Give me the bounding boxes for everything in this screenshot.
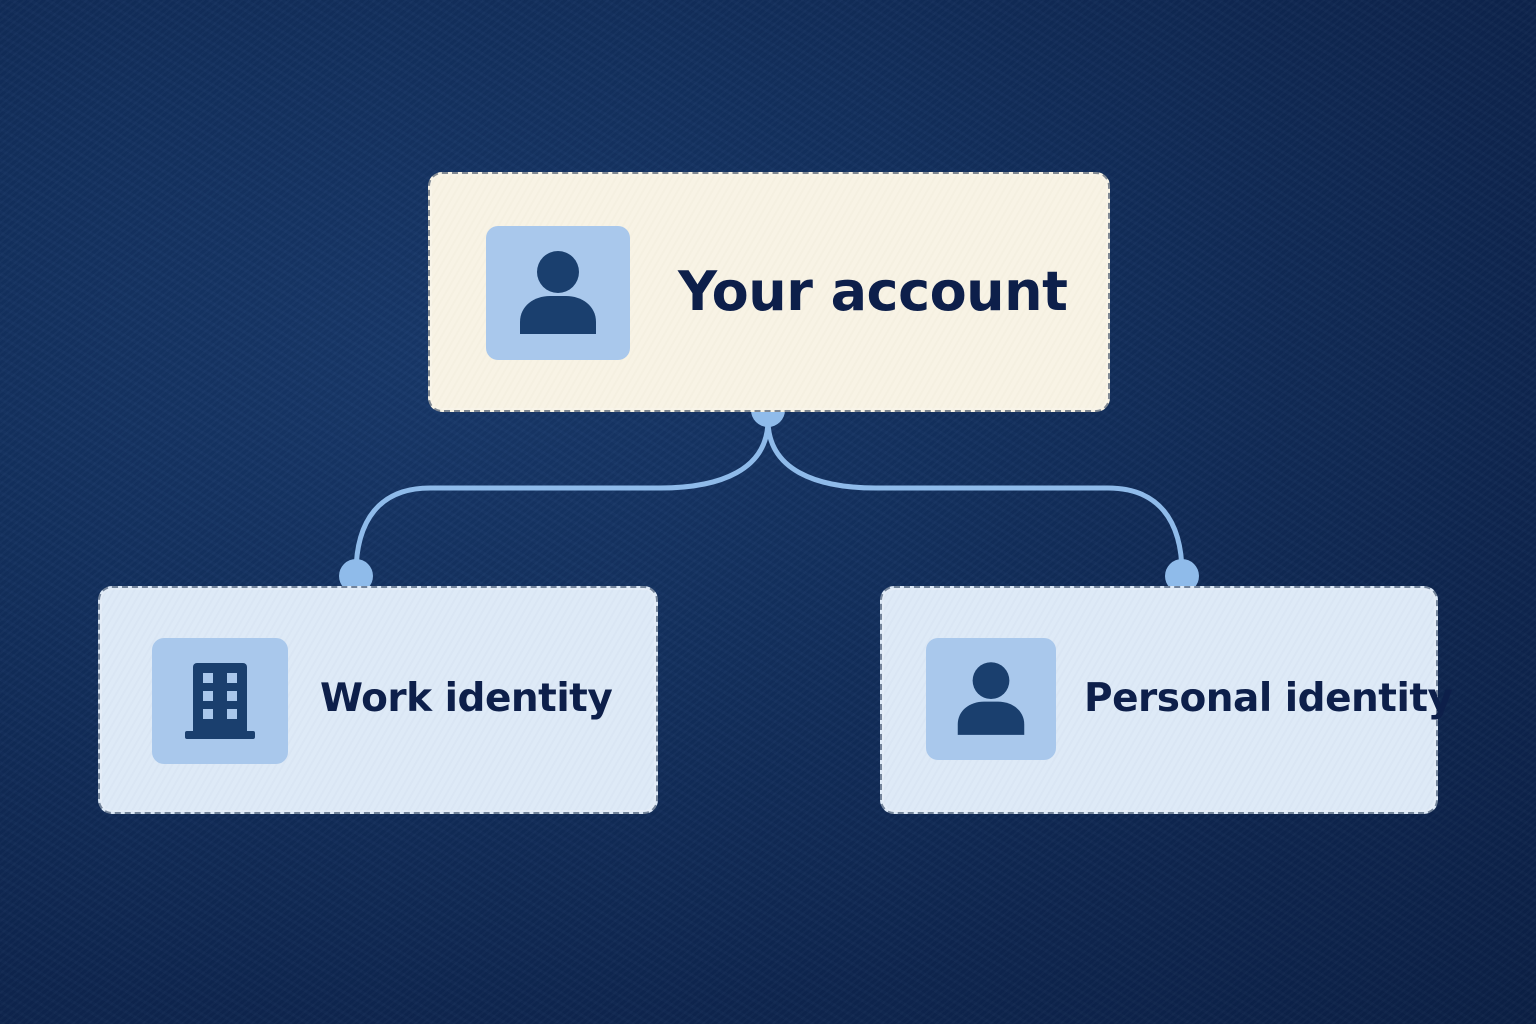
connector-to-personal [765, 417, 1185, 577]
personal-identity-label: Personal identity [1084, 676, 1453, 721]
work-identity-card: Work identity [98, 586, 658, 814]
connector-to-work [353, 417, 771, 577]
building-icon [152, 638, 288, 764]
personal-connector-dot [1165, 559, 1199, 593]
work-connector-dot [339, 559, 373, 593]
your-account-label: Your account [678, 260, 1068, 323]
personal-identity-card: Personal identity [880, 586, 1453, 814]
user-icon [486, 226, 630, 360]
user-icon [926, 638, 1056, 760]
work-identity-label: Work identity [320, 676, 613, 721]
your-account-card: Your account [428, 172, 1110, 412]
